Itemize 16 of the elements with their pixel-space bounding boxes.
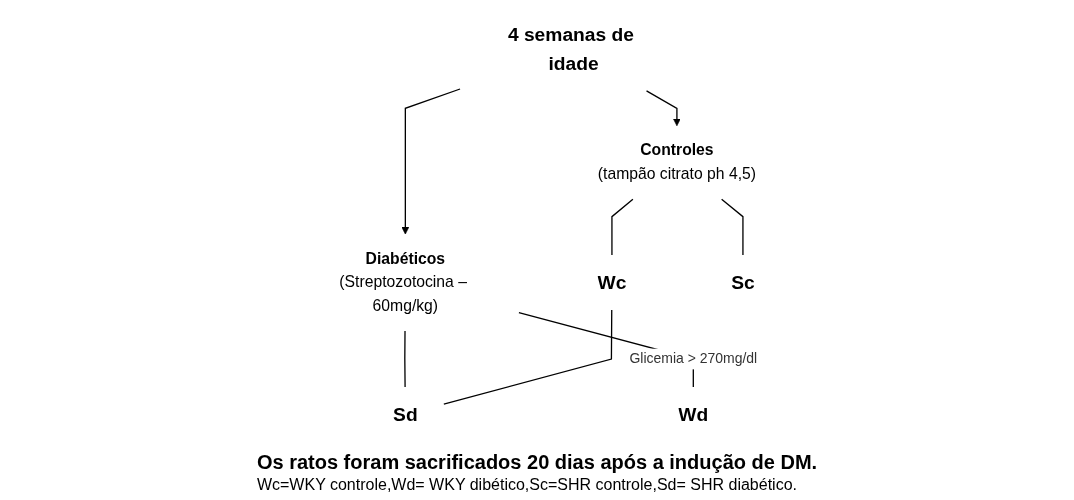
caption: Os ratos foram sacrificados 20 dias após a indução de DM. [256,451,818,474]
edge-label: Glicemia > 270mg/dl [629,351,758,367]
node-text: Sc [731,271,755,294]
connector [443,309,613,405]
connector [721,198,744,256]
node-text: Controles (tampão citrato ph 4,5) [597,141,757,183]
arrow [401,88,461,235]
node-text: Wd [678,403,709,426]
connector [611,198,634,256]
node-text: 4 semanas de idade [507,23,634,75]
node-text: Wc [597,271,627,294]
arrow [645,90,681,127]
node-text: Sd [393,403,418,426]
node-text: Diabéticos (Streptozotocina – 60mg/kg) [339,249,467,315]
connector [404,330,406,388]
note: Wc=WKY controle,Wd= WKY dibético,Sc=SHR controle,Sd= SHR diabético. [256,476,798,494]
